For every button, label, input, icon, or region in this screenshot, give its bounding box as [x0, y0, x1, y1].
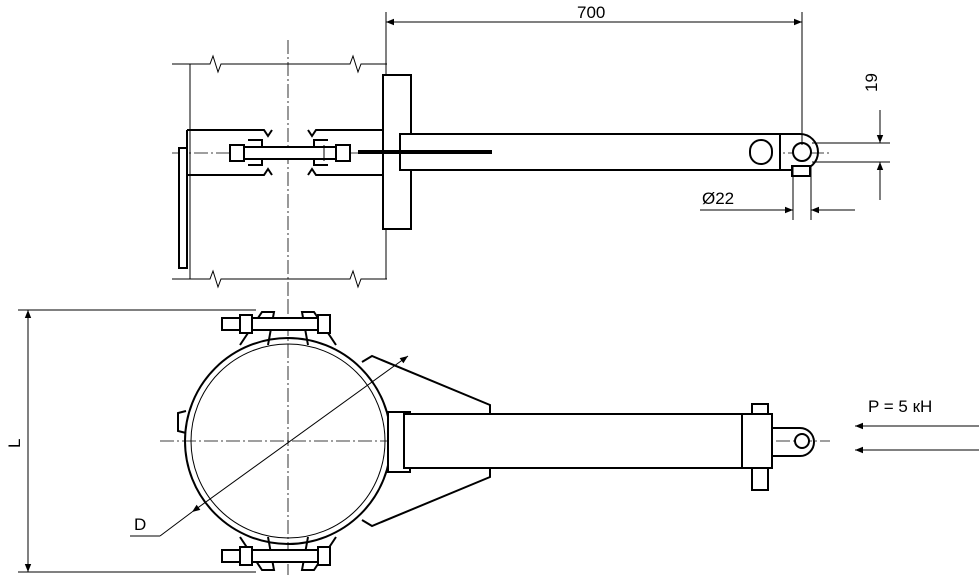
dim-19: 19: [812, 73, 890, 200]
top-view: [172, 40, 830, 300]
left-clamp: [186, 129, 273, 176]
end-fork: [741, 413, 773, 469]
bracket-arm-bottom: [403, 413, 751, 469]
top-bolt: [221, 317, 331, 331]
clamp-bolt: [237, 146, 349, 160]
dim-d-label: D: [134, 515, 146, 534]
load-arrows: P = 5 кН: [855, 397, 979, 454]
left-strip: [178, 147, 188, 269]
top-break-line: [172, 54, 387, 74]
dim-22: Ø22: [700, 165, 855, 220]
dim-22-label: Ø22: [702, 189, 734, 208]
bottom-break-line: [172, 269, 387, 289]
dim-d: D: [130, 355, 409, 537]
dim-700: 700: [385, 3, 803, 145]
bottom-bolt: [221, 549, 331, 563]
load-label: P = 5 кН: [868, 397, 932, 416]
dim-l-label: L: [5, 439, 24, 448]
dim-l: L: [5, 309, 256, 573]
dim-19-label: 19: [862, 73, 881, 92]
dim-700-label: 700: [577, 3, 605, 22]
bottom-view: [160, 300, 830, 575]
arm-slot: [749, 139, 773, 165]
